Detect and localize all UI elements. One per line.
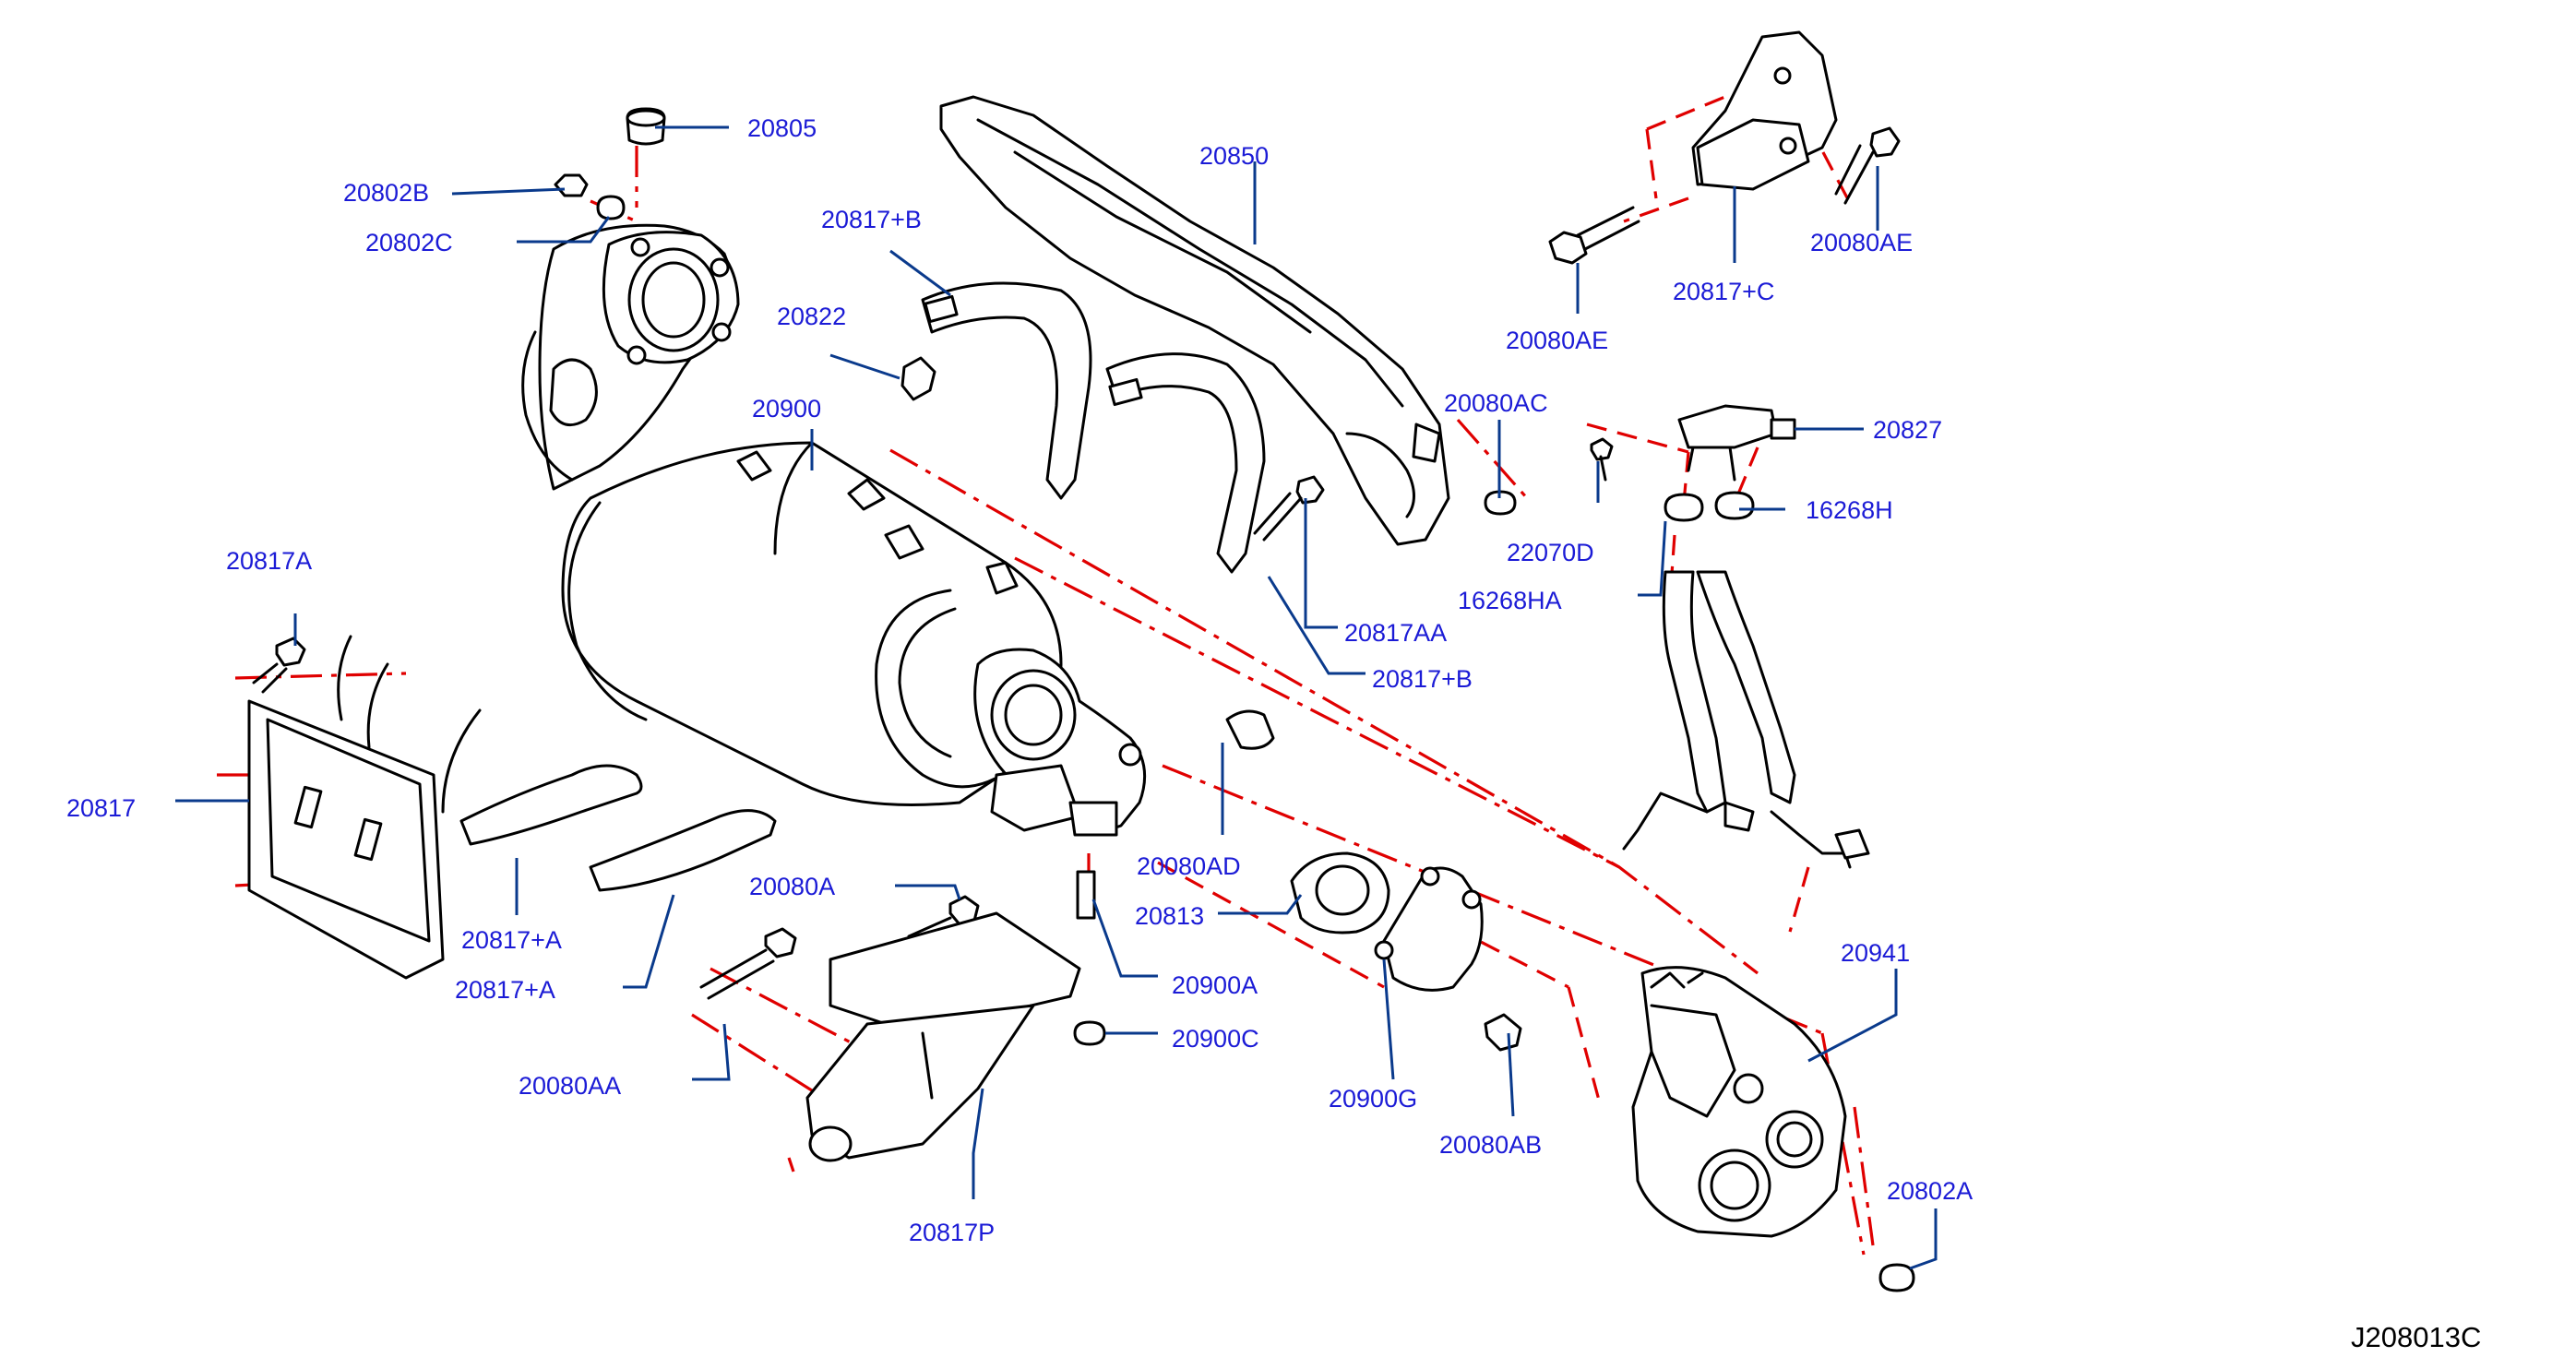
label-20817C: 20817+C <box>1673 278 1774 305</box>
label-20900G: 20900G <box>1329 1085 1417 1113</box>
label-16268HA: 16268HA <box>1458 587 1562 614</box>
label-20802B: 20802B <box>343 179 429 207</box>
diagram-code: J208013C <box>2351 1321 2481 1353</box>
label-20817A-upper-strap: 20817+A <box>461 926 562 954</box>
plate-20900G <box>1374 866 1484 992</box>
assembly-lines <box>217 72 1875 1256</box>
label-20080AE-left: 20080AE <box>1506 327 1608 354</box>
label-20080AC: 20080AC <box>1444 389 1548 417</box>
label-20817AA: 20817AA <box>1344 619 1447 647</box>
heat-shield-20817 <box>247 635 482 980</box>
label-20802A: 20802A <box>1887 1177 1973 1205</box>
label-20817B-upper: 20817+B <box>821 206 922 233</box>
label-20080AE-right: 20080AE <box>1810 229 1913 256</box>
heat-shield-20850 <box>939 95 1450 546</box>
label-20813: 20813 <box>1135 902 1204 930</box>
label-20817P: 20817P <box>909 1219 995 1246</box>
leader-lines <box>175 125 1938 1270</box>
converter-20941 <box>1631 966 1847 1238</box>
label-20941: 20941 <box>1841 939 1910 967</box>
label-20900: 20900 <box>752 395 821 423</box>
label-20900C: 20900C <box>1172 1025 1259 1053</box>
label-20822: 20822 <box>777 303 846 330</box>
label-20802C: 20802C <box>365 229 453 256</box>
label-20080AD: 20080AD <box>1137 852 1241 880</box>
label-20850: 20850 <box>1199 142 1269 170</box>
label-22070D: 22070D <box>1507 539 1594 566</box>
straps-lower <box>459 764 777 892</box>
bolt-20080AA <box>699 927 797 1000</box>
bolt-20817AA <box>1253 475 1325 542</box>
bracket-20817P <box>805 911 1081 1162</box>
label-20805: 20805 <box>747 114 817 142</box>
label-20817: 20817 <box>66 794 136 822</box>
label-16268H: 16268H <box>1806 496 1893 524</box>
label-20900A: 20900A <box>1172 971 1258 999</box>
label-20080A: 20080A <box>749 873 835 900</box>
label-20817A-lower-strap: 20817+A <box>455 976 555 1004</box>
callout-labels: 20805 20802B 20802C 20817+B 20850 20822 … <box>66 114 1973 1246</box>
sensor-20827 <box>1590 404 1870 869</box>
straps-upper <box>921 281 1266 574</box>
label-20080AB: 20080AB <box>1439 1131 1542 1159</box>
label-20817B-lower: 20817+B <box>1372 665 1473 693</box>
bracket-20817C <box>1548 30 1901 265</box>
cap-20805 <box>626 107 666 146</box>
label-20080AA: 20080AA <box>519 1072 621 1100</box>
catalyst-body <box>561 441 1147 837</box>
parts <box>247 30 1915 1292</box>
gasket-20813 <box>1290 851 1390 934</box>
label-20827: 20827 <box>1873 416 1942 444</box>
manifold-outlet <box>521 223 740 491</box>
label-20817A: 20817A <box>226 547 312 575</box>
